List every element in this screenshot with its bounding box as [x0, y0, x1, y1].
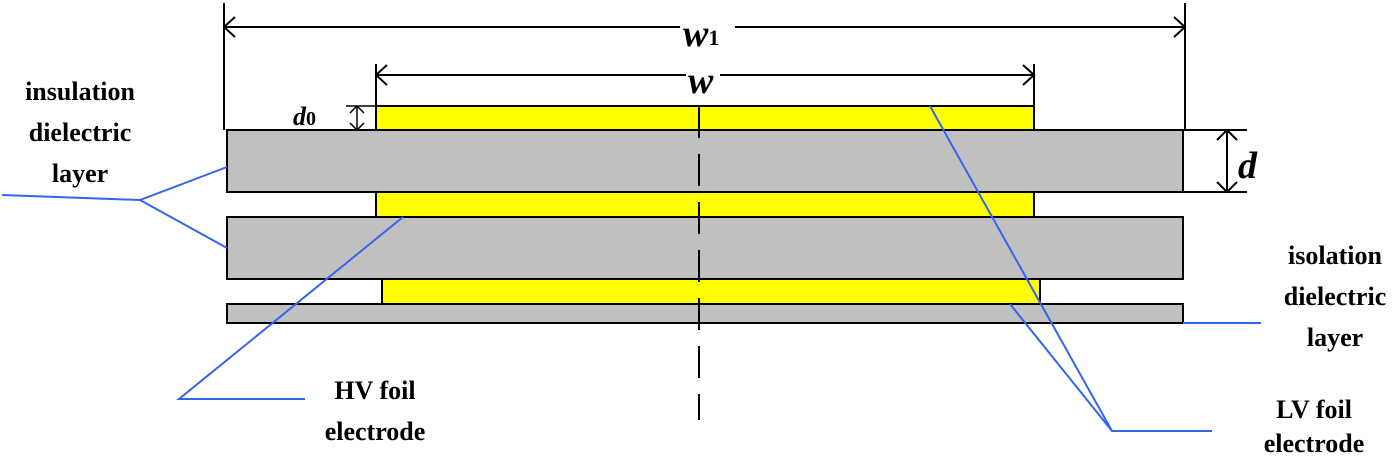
w1-label: w1 — [683, 13, 719, 55]
svg-text:layer: layer — [1307, 323, 1363, 352]
insulation-leader-lines — [1, 166, 228, 249]
lv-foil-electrode-label: LV foil electrode — [1264, 395, 1365, 458]
svg-text:dielectric: dielectric — [1284, 282, 1387, 311]
d-dimension — [1183, 128, 1247, 194]
hv-foil-electrode-label: HV foil electrode — [325, 376, 426, 446]
lv-foil-leader-lines — [929, 105, 1212, 432]
svg-text:isolation: isolation — [1288, 241, 1382, 270]
svg-text:dielectric: dielectric — [29, 118, 132, 147]
insulation-dielectric-layer-1 — [226, 129, 1184, 193]
svg-text:LV foil: LV foil — [1276, 395, 1352, 424]
svg-text:electrode: electrode — [325, 417, 426, 446]
insulation-dielectric-layer-2 — [226, 216, 1184, 280]
svg-text:electrode: electrode — [1264, 429, 1365, 458]
isolation-dielectric-layer — [226, 303, 1184, 324]
hv-foil-middle — [375, 191, 1035, 218]
w-label: w — [688, 60, 714, 102]
d-label: d — [1238, 145, 1258, 187]
svg-text:HV foil: HV foil — [334, 376, 415, 405]
lv-foil-top — [375, 105, 1035, 131]
d0-dimension — [346, 104, 376, 132]
lv-foil-bottom — [381, 278, 1041, 305]
hv-foil-leader-lines — [176, 216, 404, 400]
insulation-dielectric-layer-label: insulation dielectric layer — [25, 77, 135, 188]
d0-label: d0 — [293, 102, 316, 131]
w-dimension — [374, 64, 1036, 106]
svg-text:layer: layer — [52, 159, 108, 188]
svg-text:insulation: insulation — [25, 77, 135, 106]
w1-dimension — [222, 3, 1187, 130]
isolation-dielectric-layer-label: isolation dielectric layer — [1284, 241, 1387, 352]
